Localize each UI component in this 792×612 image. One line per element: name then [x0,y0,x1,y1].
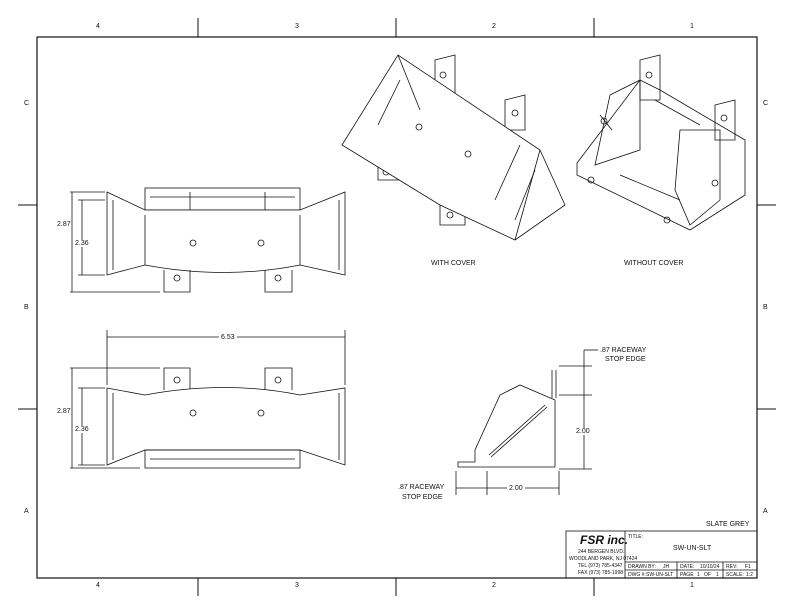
zone-top-3: 3 [295,23,299,30]
dim-top-236: 2.36 [75,240,89,247]
zone-right-b: B [763,304,768,311]
rev-label: REV: [726,564,738,570]
top-view [70,187,346,293]
dim-raceway-top-1: .87 RACEWAY [600,347,647,354]
iso-view-with-cover [341,54,566,241]
page-number: 1 [697,572,700,578]
zone-top-2: 2 [492,23,496,30]
zone-top-4: 4 [96,23,100,30]
dim-side-height: 2.00 [576,428,590,435]
company-logo: FSR inc. [580,533,629,547]
label-without-cover: WITHOUT COVER [624,260,684,267]
dwg-label: DWG #: [628,572,646,578]
sheet-border [36,36,758,579]
of-label: OF [704,572,711,578]
zone-bottom-2: 2 [492,582,496,589]
iso-view-without-cover [576,54,746,231]
dim-raceway-left-2: STOP EDGE [402,494,443,501]
address-line-1: 244 BERGEN BLVD. [578,549,625,555]
zone-left-b: B [24,304,29,311]
zone-ticks [18,18,776,596]
front-view [70,330,346,469]
dim-side-width: 2.00 [507,485,525,492]
zone-top-1: 1 [690,23,694,30]
page-label: PAGE [680,572,694,578]
dim-top-287: 2.87 [57,221,71,228]
label-with-cover: WITH COVER [431,260,476,267]
date: 10/10/24 [700,564,720,570]
page-count: 1 [716,572,719,578]
address-line-2: WOODLAND PARK, NJ 07424 [569,556,638,562]
dwg-number: SW-UN-SLT [646,572,674,578]
side-view [455,349,598,495]
dim-raceway-left-1: .87 RACEWAY [398,484,445,491]
drawn-by-label: DRAWN BY: [628,564,656,570]
rev: F1 [745,564,751,570]
drawing-title: SW-UN-SLT [673,545,712,552]
zone-left-c: C [24,100,30,107]
finish-note: SLATE GREY [706,521,750,528]
tel: TEL (973) 785-4347 [578,563,623,569]
fax: FAX (973) 785-1998 [578,570,624,576]
dim-front-236: 2.36 [75,426,89,433]
title-label: TITLE: [628,534,644,540]
zone-bottom-3: 3 [295,582,299,589]
scale: 1:2 [746,572,753,578]
date-label: DATE: [680,564,695,570]
dim-front-287: 2.87 [57,408,71,415]
zone-bottom-1: 1 [690,582,694,589]
zone-right-a: A [763,508,768,515]
title-block [565,530,758,579]
drawn-by: JH [663,564,670,570]
zone-left-a: A [24,508,29,515]
zone-right-c: C [763,100,769,107]
dim-raceway-top-2: STOP EDGE [605,356,646,363]
scale-label: SCALE: [726,572,744,578]
zone-bottom-4: 4 [96,582,100,589]
dim-width-653: 6.53 [219,334,237,341]
